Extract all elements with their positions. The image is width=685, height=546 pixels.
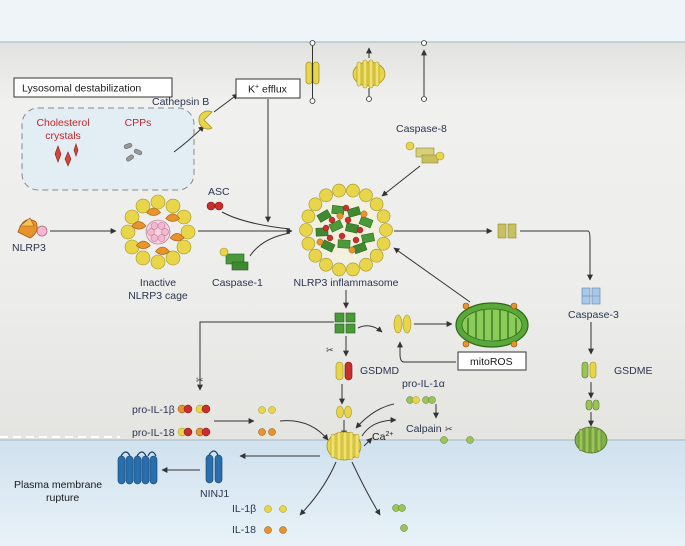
calpain-label: Calpain [406,423,442,435]
cholesterol-crystals-icon [54,143,79,167]
lysosomal-label: Lysosomal destabilization [22,83,141,95]
pro-il-1b-icon [177,404,211,414]
cpps-particles-icon [123,143,143,162]
caspase-1-label: Caspase-1 [212,277,263,289]
pm-rupture-label-2: rupture [46,492,79,504]
k-efflux-box [235,78,301,99]
pm-rupture-label: Plasma membrane [14,479,102,491]
gsdme-fragment-icon [585,399,600,411]
caspase-8-icon [405,141,445,164]
caspase-8-label: Caspase-8 [396,123,447,135]
asc-label: ASC [208,186,230,198]
nlrp3-label: NLRP3 [12,242,46,254]
mature-il-icon [258,406,276,436]
nlrp3-monomer-icon [17,217,48,239]
il-18-released-icon [264,526,287,534]
active-caspase-1-icon [334,312,356,334]
il-18-label: IL-18 [232,524,256,536]
mitoros-box [457,351,527,371]
gsdmd-nterm-icon [336,405,352,419]
ninj1-oligomer-icon [117,451,158,485]
gsdmd-pore-icon [326,431,362,461]
lysosomal-label-box [13,77,173,98]
pro-il-1a-cleaved-icon [406,396,436,404]
gsdme-icon [581,361,597,379]
k-efflux-label: K+ efflux [248,84,288,96]
extracellular-top [0,0,685,42]
gsdme-pore-icon [574,426,608,454]
cathepsin-b-label: Cathepsin B [152,96,209,108]
membrane-channel-left [305,40,320,104]
lysosome [21,107,195,191]
gsdme-label: GSDME [614,365,653,377]
pro-il-18-icon [177,427,211,437]
calcium-label: Ca2+ [372,431,393,443]
il-1b-released-icon [264,505,287,513]
pro-il-1a-icon [393,314,412,334]
nlrp3-inflammasome-icon [299,183,393,277]
inflammasome-label: NLRP3 inflammasome [293,277,398,289]
inactive-nlrp3-cage-icon [120,194,196,270]
cathepsin-b-icon [198,110,213,130]
ninj1-icon [205,450,223,484]
membrane-channel-pore [352,47,386,102]
cholesterol-label-2: crystals [45,130,81,142]
pro-il-18-label: pro-IL-18 [132,427,175,439]
pro-il-1b-label: pro-IL-1β [132,404,175,416]
cpps-label: CPPs [125,117,152,129]
inactive-cage-label-2: NLRP3 cage [128,290,188,302]
ninj1-label: NINJ1 [200,488,229,500]
gsdmd-label: GSDMD [360,365,400,377]
mitochondrion-icon [455,302,529,348]
il-1a-icon [440,436,474,444]
cleave-scissors-icon-1: ✂ [196,375,204,385]
cleave-scissors-icon-3: ✂ [445,424,453,434]
cholesterol-label: Cholesterol [36,117,89,129]
il-1b-label: IL-1β [232,503,256,515]
membrane-k-efflux-arrow [421,40,427,102]
pro-il-1a-label: pro-IL-1α [402,378,445,390]
caspase-3-label: Caspase-3 [568,309,619,321]
asc-icon [206,201,224,211]
caspase-3-icon [581,287,601,305]
active-caspase-8-icon [497,223,517,239]
cleave-scissors-icon-2: ✂ [326,345,334,355]
mitoros-label: mitoROS [470,356,513,368]
caspase-1-icon [219,247,249,271]
gsdmd-icon [335,361,353,381]
il-1a-released-icon [392,504,408,532]
inactive-cage-label: Inactive [140,277,176,289]
